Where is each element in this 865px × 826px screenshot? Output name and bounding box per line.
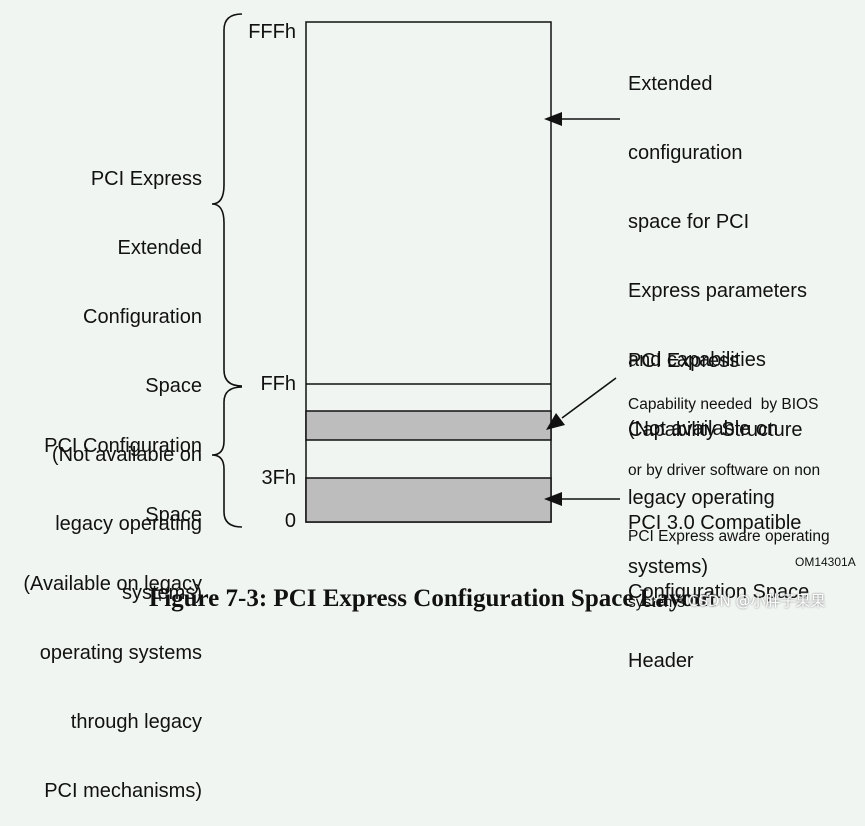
address-zero: 0 [284,510,296,532]
watermark: CSDN @小胖子果果 [688,592,826,610]
address-ffh: FFh [260,373,296,395]
label-line: Express parameters [628,280,807,302]
address-3fh: 3Fh [261,467,296,489]
label-line: systems) [628,556,708,578]
address-fffh: FFFh [248,21,296,43]
capability-structure-detail: Capability needed by BIOS or by driver s… [628,350,830,636]
label-line: PCI 3.0 Compatible [628,512,802,534]
capability-arrow-head [546,413,565,430]
label-line: Extended [117,237,202,259]
label-line: operating systems [39,642,202,664]
label-line: or by driver software on non [628,462,821,479]
label-line: (Not available on [628,418,779,440]
label-line: PCI Express [628,350,740,372]
label-line: Capability needed by BIOS [628,396,819,413]
label-line: space for PCI [628,211,750,233]
capability-arrow-line [561,377,617,419]
label-line: PCI Configuration [44,435,202,457]
compatible-header-block [305,477,552,523]
extended-arrow-head [544,112,562,126]
label-line: Space [145,504,202,526]
legacy-space-brace [211,386,243,528]
label-line: Configuration Space [628,581,810,603]
label-line: legacy operating [55,513,202,535]
header-arrow-head [544,492,562,506]
label-line: Capability Structure [628,419,803,441]
label-line: legacy operating [628,487,775,509]
extended-config-description: Extended configuration space for PCI Exp… [628,27,807,602]
label-line: and capabilities [628,349,766,371]
figure-code: OM14301A [795,555,856,569]
label-line: (Not available on [51,444,202,466]
compatible-header-description: PCI 3.0 Compatible Configuration Space H… [628,466,809,696]
label-line: (Available on legacy [23,573,202,595]
capability-structure-title: PCI Express Capability Structure [628,304,803,465]
label-line: Configuration [83,306,202,328]
label-line: systems [628,594,685,611]
label-line: Header [628,650,694,672]
capability-structure-block [305,410,552,441]
label-line: PCI Express aware operating [628,528,830,545]
label-line: Extended [628,73,713,95]
layout-diagram [211,13,620,528]
label-line: through legacy [70,711,202,733]
extended-space-label: PCI Express Extended Configuration Space… [20,122,202,628]
figure-caption: Figure 7-3: PCI Express Configuration Sp… [148,585,717,612]
config-space-box [305,21,552,523]
extended-space-brace [211,13,243,387]
label-line: Space [145,375,202,397]
label-line: PCI Express [90,168,202,190]
label-line: systems) [122,582,202,604]
label-line: configuration [628,142,743,164]
label-line: PCI mechanisms) [44,780,202,802]
